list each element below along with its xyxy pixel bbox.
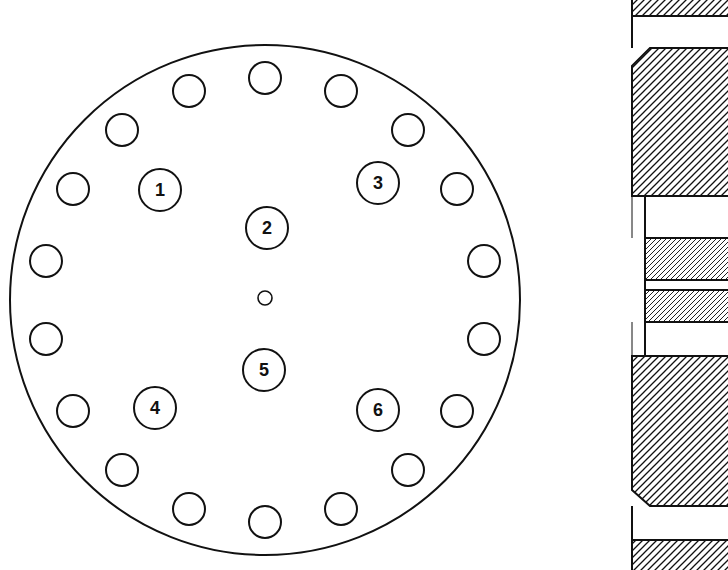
section-view bbox=[632, 0, 728, 570]
numbered-hole: 5 bbox=[242, 348, 286, 392]
numbered-hole: 6 bbox=[356, 388, 400, 432]
center-hole bbox=[258, 291, 272, 305]
plate-view bbox=[10, 45, 520, 555]
bolt-holes bbox=[30, 62, 500, 538]
hole-outline bbox=[357, 389, 399, 431]
hole-outline bbox=[243, 349, 285, 391]
callout-number: 2 bbox=[262, 219, 272, 237]
callout-number: 1 bbox=[155, 181, 165, 199]
numbered-hole: 4 bbox=[133, 386, 177, 430]
callout-number: 6 bbox=[373, 401, 383, 419]
numbered-hole: 3 bbox=[356, 161, 400, 205]
callout-number: 5 bbox=[259, 361, 269, 379]
numbered-hole: 1 bbox=[138, 168, 182, 212]
numbered-hole: 2 bbox=[245, 206, 289, 250]
callout-number: 3 bbox=[373, 174, 383, 192]
hole-outline bbox=[134, 387, 176, 429]
hole-outline bbox=[139, 169, 181, 211]
hole-outline bbox=[246, 207, 288, 249]
callout-number: 4 bbox=[150, 399, 160, 417]
plate-outline bbox=[10, 45, 520, 555]
hole-outline bbox=[357, 162, 399, 204]
